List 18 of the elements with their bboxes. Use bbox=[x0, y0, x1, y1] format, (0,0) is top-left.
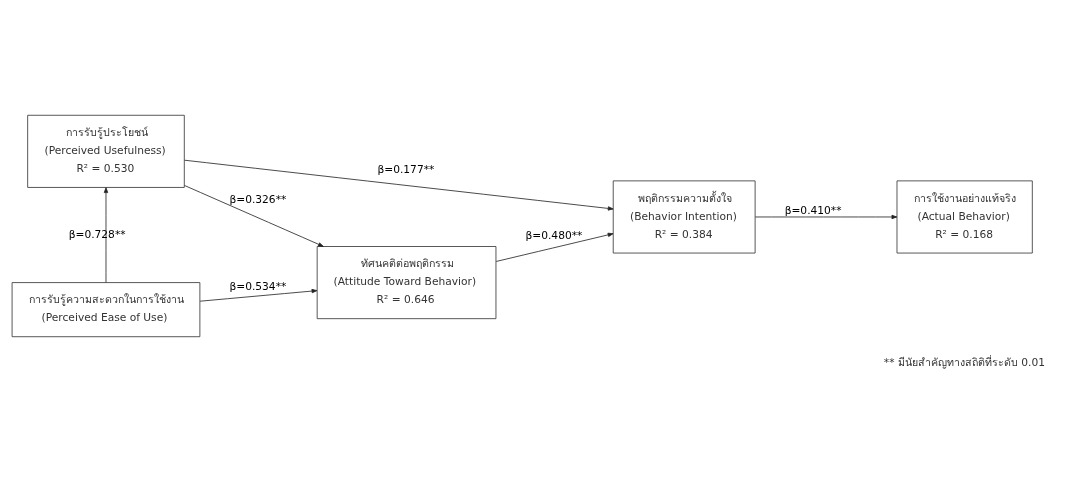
edge-label: β=0.534** bbox=[229, 279, 287, 293]
arrow bbox=[103, 186, 109, 283]
arrow bbox=[184, 184, 324, 247]
node-box: การรับรู้ความสะดวกในการใช้งาน (Perceived Ease of Use) bbox=[11, 281, 201, 337]
arrow bbox=[199, 288, 318, 302]
node-box: ทัศนคติต่อพฤติกรรม (Attitude Toward Behavior) R² = 0.646 bbox=[316, 245, 497, 319]
edge-label: β=0.480** bbox=[525, 228, 583, 242]
edge-label: β=0.728** bbox=[68, 227, 126, 241]
edge-label: β=0.410** bbox=[784, 203, 842, 217]
arrow bbox=[754, 214, 898, 219]
arrow bbox=[184, 159, 614, 211]
arrow bbox=[495, 232, 614, 262]
node-box: การรับรู้ประโยชน์ (Perceived Usefulness) R² = 0.530 bbox=[27, 114, 185, 188]
edge-label: β=0.177** bbox=[377, 162, 435, 176]
node-box: พฤติกรรมความตั้งใจ (Behavior Intention) R² = 0.384 bbox=[612, 180, 756, 253]
node-box: การใช้งานอย่างแท้จริง (Actual Behavior) R² = 0.168 bbox=[896, 180, 1033, 253]
edge-label: β=0.326** bbox=[229, 192, 287, 206]
label: ** มีนัยสำคัญทางสถิติที่ระดับ 0.01 bbox=[883, 355, 1046, 369]
